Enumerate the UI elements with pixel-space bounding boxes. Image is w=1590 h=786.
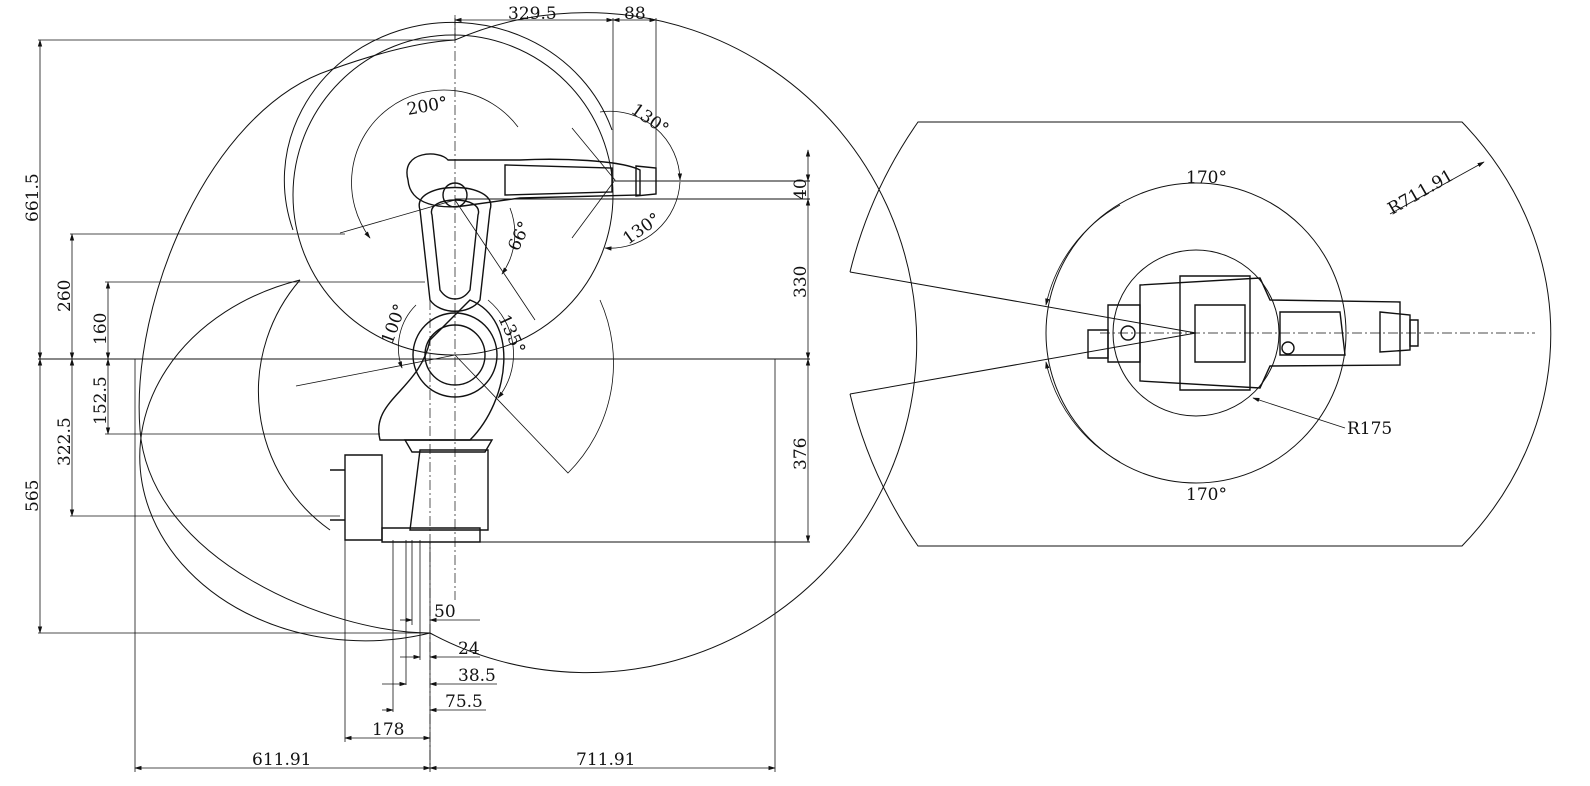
dim-left-160: 160	[91, 313, 111, 345]
top-angle-label-170-bottom: 170°	[1186, 485, 1227, 505]
dim-right-330: 330	[791, 266, 811, 298]
side-wrist-reach-arc	[283, 21, 613, 231]
dim-bottom-711-91: 711.91	[576, 750, 635, 770]
angle-label-66: 66°	[504, 218, 535, 254]
top-workspace-envelope	[849, 121, 1552, 547]
wrist-range-sector	[571, 127, 616, 239]
dim-left-260: 260	[55, 280, 75, 312]
angle-label-100: 100°	[378, 301, 411, 346]
top-angle-label-170-top: 170°	[1186, 168, 1227, 188]
dim-top-88: 88	[624, 4, 646, 24]
dim-left-322-5: 322.5	[55, 417, 75, 466]
dim-right-376: 376	[791, 438, 811, 470]
shoulder-range-sector	[295, 299, 614, 474]
angle-arc-130-top	[599, 110, 683, 181]
dim-bottom-611-91: 611.91	[252, 750, 311, 770]
top-radius-label-r711-91: R711.91	[1385, 166, 1458, 219]
dim-bottom-178: 178	[372, 720, 404, 740]
dim-top-329-5: 329.5	[508, 4, 557, 24]
dim-right-40: 40	[791, 178, 811, 200]
dim-left-152-5: 152.5	[91, 376, 111, 425]
angle-arc-130-bottom	[604, 181, 681, 251]
dim-bottom-38-5: 38.5	[458, 666, 496, 686]
angle-arc-135	[487, 299, 514, 399]
dim-left-565: 565	[23, 480, 43, 512]
dim-bottom-24: 24	[458, 639, 480, 659]
top-r175-circle	[1112, 249, 1280, 417]
robot-arm-side-silhouette	[330, 153, 657, 543]
angle-arc-66	[501, 207, 516, 275]
angle-arc-200	[351, 89, 519, 239]
robot-arm-top-silhouette	[1087, 275, 1419, 391]
dim-left-661-5: 661.5	[23, 173, 43, 222]
angle-label-135: 135°	[493, 312, 528, 358]
angle-label-130-bottom: 130°	[619, 209, 664, 249]
dim-bottom-75-5: 75.5	[445, 692, 483, 712]
top-170-range-circle	[1045, 182, 1347, 484]
side-inner-envelope-bottom	[139, 279, 431, 642]
side-inner-envelope-left	[257, 279, 331, 531]
top-radius-label-r175: R175	[1347, 419, 1392, 439]
dim-bottom-50: 50	[434, 602, 456, 622]
angle-label-200: 200°	[405, 93, 449, 120]
top-view: 170° 170° R711.91 R175	[849, 121, 1552, 547]
side-workspace-envelope	[138, 12, 918, 674]
side-elbow-circle	[292, 34, 614, 356]
side-view: 329.5 88 40 330 376 661.5 565 260 322.5 …	[23, 4, 918, 772]
angle-label-130-top: 130°	[627, 100, 672, 140]
angle-arc-100	[397, 304, 417, 369]
